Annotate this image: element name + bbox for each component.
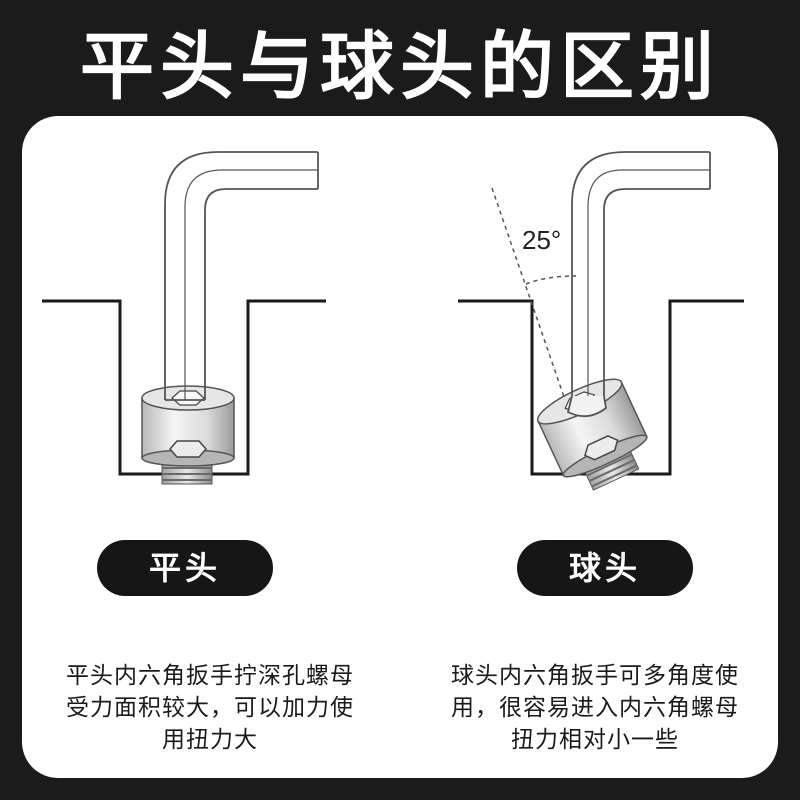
page-title: 平头与球头的区别 — [80, 24, 720, 110]
left-hex-nut — [141, 385, 235, 467]
flat-head-description: 平头内六角扳手拧深孔螺母受力面积较大，可以加力使用扭力大 — [66, 663, 354, 753]
right-hex-key — [566, 151, 711, 418]
comparison-diagram: 25° — [42, 151, 744, 491]
comparison-card: 25° 平头 球 — [22, 116, 778, 778]
angle-arc — [525, 275, 577, 285]
flat-head-diagram — [42, 151, 326, 485]
ball-head-diagram: 25° — [458, 151, 744, 491]
flat-head-label: 平头 — [97, 540, 273, 596]
ball-head-description: 球头内六角扳手可多角度使用，很容易进入内六角螺母扭力相对小一些 — [451, 663, 739, 753]
angle-label: 25° — [522, 225, 561, 255]
right-hex-nut — [536, 378, 648, 491]
left-hex-key — [164, 151, 319, 401]
ball-head-label: 球头 — [517, 540, 693, 596]
angle-guide-line — [491, 187, 575, 427]
